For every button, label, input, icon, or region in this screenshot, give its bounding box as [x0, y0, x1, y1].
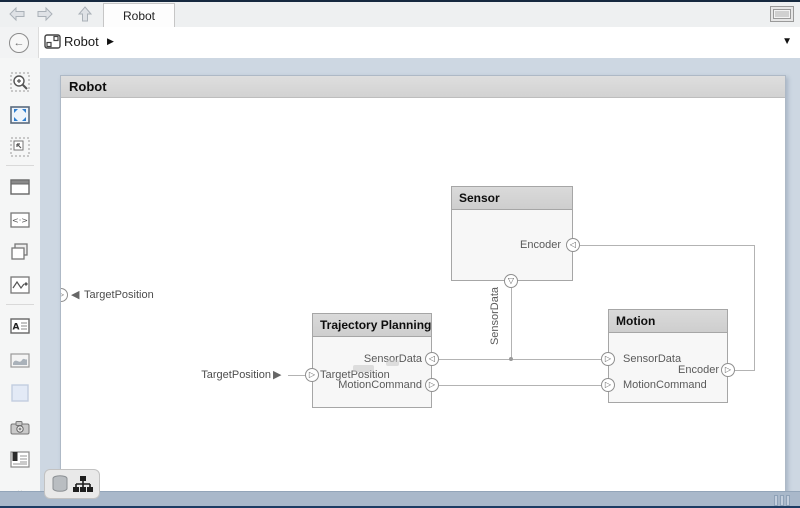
architecture-input-label[interactable]: TargetPosition [84, 289, 154, 301]
zoom-region-glyph [10, 72, 30, 92]
select-region-icon[interactable] [8, 135, 32, 159]
navigate-back-icon[interactable]: ← [9, 33, 29, 53]
copy-glyph [11, 243, 28, 260]
wire-junction-dot [509, 357, 513, 361]
component-motion[interactable]: Motion [608, 309, 728, 403]
port-sensor-sensordata[interactable]: ▽ [504, 274, 518, 288]
port-glyph: ◁ [569, 240, 577, 249]
select-region-glyph [10, 137, 30, 157]
fit-view-glyph [10, 106, 30, 124]
wire-sensordata-horizontal[interactable] [439, 359, 601, 360]
breadcrumb-caret-icon[interactable]: ▶ [107, 36, 114, 46]
keyboard-glyph [773, 9, 791, 19]
palette-separator [6, 165, 34, 166]
wire-motioncommand[interactable] [439, 385, 601, 386]
image-icon[interactable] [8, 348, 32, 372]
forward-arrow-icon[interactable] [36, 6, 54, 22]
code-glyph: <·> [10, 212, 30, 228]
diagram-canvas[interactable]: Robot SensorData Sensor Encoder ◁ ▽ [60, 75, 786, 493]
port-glyph: ◁ [428, 354, 436, 363]
component-icon [44, 34, 61, 49]
port-label-tp-sensordata: SensorData [363, 353, 422, 365]
up-arrow-icon[interactable] [76, 6, 94, 22]
signal-glyph [10, 276, 30, 294]
port-tp-motioncommand[interactable]: ▷ [425, 378, 439, 392]
render-artifact [386, 360, 399, 366]
tab-bar: Robot [0, 2, 800, 28]
port-label-tp-targetposition: TargetPosition [320, 369, 390, 381]
port-motion-sensordata[interactable]: ▷ [601, 352, 615, 366]
wire-encoder-seg1[interactable] [735, 370, 755, 371]
window-bottom-edge [0, 506, 800, 508]
port-tp-sensordata[interactable]: ◁ [425, 352, 439, 366]
signal-icon[interactable] [8, 273, 32, 297]
annotation-icon[interactable]: A [8, 314, 32, 338]
interface-editor-icon[interactable] [51, 474, 69, 494]
component-motion-title: Motion [609, 310, 727, 333]
wire-encoder-seg2[interactable] [754, 245, 755, 371]
port-label-sensor-encoder: Encoder [520, 239, 561, 251]
render-artifact [353, 365, 374, 372]
hierarchy-view-icon[interactable] [72, 474, 94, 494]
resize-grip[interactable] [774, 495, 796, 506]
palette-separator [6, 304, 34, 305]
image-glyph [10, 352, 30, 368]
wire-encoder-seg3[interactable] [580, 245, 755, 246]
component-trajectory-title: Trajectory Planning [313, 314, 431, 337]
breadcrumb-root[interactable]: Robot [64, 34, 99, 49]
code-icon[interactable]: <·> [8, 208, 32, 232]
area-glyph [11, 384, 29, 402]
fit-view-icon[interactable] [8, 103, 32, 127]
svg-text:<·>: <·> [12, 216, 28, 225]
component-trajectory-planning[interactable]: Trajectory Planning [312, 313, 432, 408]
port-glyph: ▷ [724, 365, 732, 374]
port-glyph: ▷ [428, 380, 436, 389]
input-arrow-icon: ◀ [71, 289, 80, 301]
port-glyph: ▽ [507, 276, 515, 285]
port-glyph: ▷ [308, 370, 316, 379]
port-architecture-targetposition[interactable]: ▷ [61, 288, 68, 302]
keyboard-icon[interactable] [770, 6, 794, 22]
view-switcher [44, 469, 100, 499]
wire-targetposition[interactable] [288, 375, 306, 376]
viewer-glyph [10, 450, 30, 468]
port-glyph: ▷ [604, 380, 612, 389]
subsystem-icon[interactable] [8, 175, 32, 199]
port-label-tp-motioncommand: MotionCommand [338, 379, 422, 391]
port-label-motion-motioncommand: MotionCommand [623, 379, 707, 391]
breadcrumb-bar: ← Robot ▶ ▼ [0, 27, 800, 59]
port-motion-motioncommand[interactable]: ▷ [601, 378, 615, 392]
component-sensor-title: Sensor [452, 187, 572, 210]
port-label-motion-sensordata: SensorData [623, 353, 682, 365]
port-glyph: ▷ [61, 291, 64, 299]
canvas-gutter: Robot SensorData Sensor Encoder ◁ ▽ [40, 58, 800, 499]
area-icon[interactable] [8, 381, 32, 405]
port-motion-encoder[interactable]: ▷ [721, 363, 735, 377]
back-arrow-icon[interactable] [8, 6, 26, 22]
port-sensor-encoder[interactable]: ◁ [566, 238, 580, 252]
wire-label-sensordata: SensorData [489, 286, 501, 346]
source-label-targetposition[interactable]: TargetPosition [201, 369, 271, 381]
svg-text:A: A [13, 323, 20, 333]
tab-robot[interactable]: Robot [103, 3, 175, 27]
port-tp-targetposition[interactable]: ▷ [305, 368, 319, 382]
architecture-title: Robot [61, 76, 785, 98]
viewer-icon[interactable] [8, 447, 32, 471]
copy-icon[interactable] [8, 240, 32, 264]
subsystem-glyph [10, 179, 30, 195]
annotation-glyph: A [10, 318, 30, 334]
wire-sensordata-vertical[interactable] [511, 288, 512, 359]
source-arrow-icon: ▶ [273, 369, 282, 381]
camera-glyph [10, 420, 30, 434]
breadcrumb-dropdown-icon[interactable]: ▼ [782, 36, 792, 47]
port-glyph: ▷ [604, 354, 612, 363]
zoom-region-icon[interactable] [8, 70, 32, 94]
camera-icon[interactable] [8, 415, 32, 439]
component-sensor[interactable]: Sensor [451, 186, 573, 281]
port-label-motion-encoder: Encoder [678, 364, 719, 376]
tool-palette: <·> A [0, 58, 41, 500]
status-bar [0, 491, 800, 508]
tab-label: Robot [122, 8, 156, 23]
